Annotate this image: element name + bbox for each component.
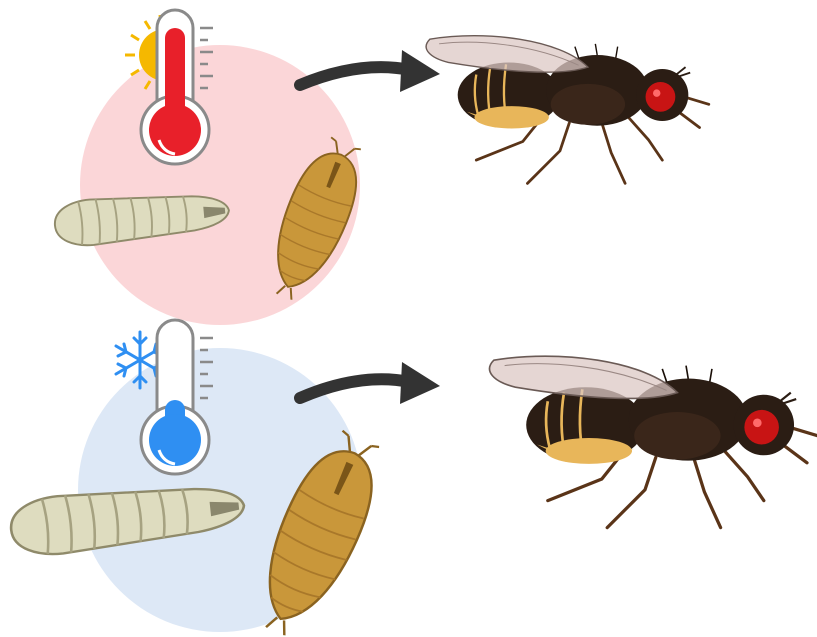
large-adult-fly <box>490 356 817 527</box>
small-adult-fly <box>426 36 709 184</box>
warm-panel <box>53 10 709 325</box>
warm-arrow <box>300 50 440 92</box>
cold-panel <box>8 320 817 637</box>
